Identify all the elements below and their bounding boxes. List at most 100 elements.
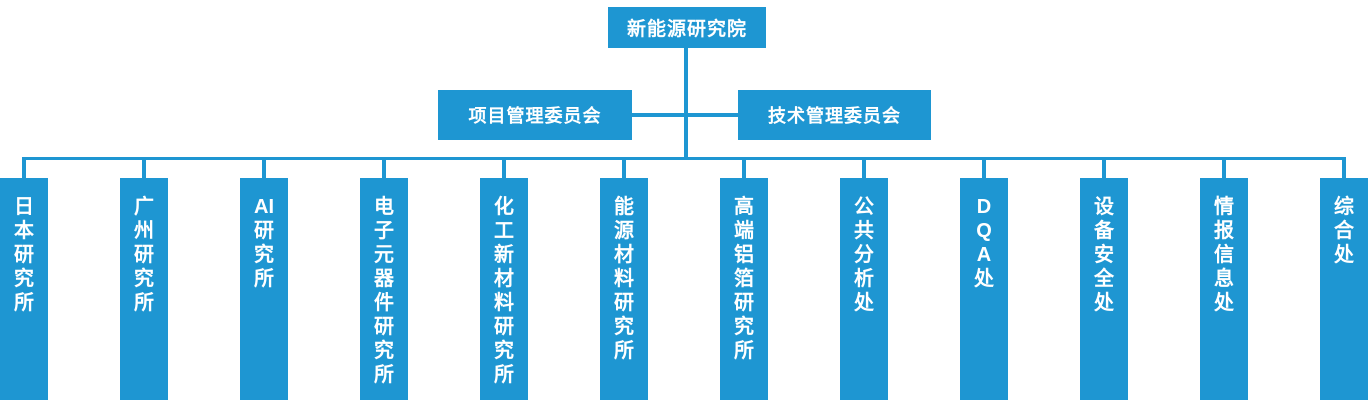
dept-label-char: 研 bbox=[254, 220, 274, 242]
dept-box-general-affairs-division: 综合处 bbox=[1320, 178, 1368, 400]
dept-label-char: 究 bbox=[374, 340, 394, 362]
connector-stub bbox=[742, 159, 746, 178]
dept-label-char: 处 bbox=[974, 268, 994, 290]
dept-label: 公共分析处 bbox=[840, 178, 888, 315]
dept-label-char: 处 bbox=[1334, 244, 1354, 266]
dept-label-char: 电 bbox=[374, 196, 394, 218]
connector-stub bbox=[1342, 159, 1346, 178]
connector-stub bbox=[982, 159, 986, 178]
org-root-label: 新能源研究院 bbox=[626, 19, 747, 40]
dept-label-char: 处 bbox=[1094, 292, 1114, 314]
dept-label-char: 究 bbox=[254, 244, 274, 266]
dept-label-char: 子 bbox=[374, 220, 394, 242]
dept-label-char: 所 bbox=[254, 268, 274, 290]
dept-label-char: 研 bbox=[134, 244, 154, 266]
dept-label-char: 材 bbox=[614, 244, 634, 266]
dept-label-char: 研 bbox=[374, 316, 394, 338]
dept-label-char: 器 bbox=[374, 268, 394, 290]
dept-label-char: 化 bbox=[494, 196, 514, 218]
dept-box-intelligence-information-division: 情报信息处 bbox=[1200, 178, 1248, 400]
dept-label-char: 州 bbox=[134, 220, 154, 242]
connector-stub bbox=[622, 159, 626, 178]
dept-box-public-analysis-division: 公共分析处 bbox=[840, 178, 888, 400]
dept-label-char: 合 bbox=[1334, 220, 1354, 242]
dept-label-char: 备 bbox=[1094, 220, 1114, 242]
dept-label-char: D bbox=[976, 196, 992, 218]
dept-label-char: 广 bbox=[134, 196, 154, 218]
connector-stub bbox=[22, 159, 26, 178]
dept-label: 广州研究所 bbox=[120, 178, 168, 315]
dept-box-energy-materials-institute: 能源材料研究所 bbox=[600, 178, 648, 400]
connector-stub bbox=[502, 159, 506, 178]
dept-label-char: 处 bbox=[1214, 292, 1234, 314]
dept-label-char: 共 bbox=[854, 220, 874, 242]
dept-label-char: 情 bbox=[1214, 196, 1234, 218]
dept-label-char: Q bbox=[976, 220, 992, 242]
dept-label-char: 析 bbox=[854, 268, 874, 290]
dept-label-char: 安 bbox=[1094, 244, 1114, 266]
dept-label-char: 箔 bbox=[734, 268, 754, 290]
dept-label-char: 本 bbox=[14, 220, 34, 242]
connector-stub bbox=[1102, 159, 1106, 178]
dept-label-char: 处 bbox=[854, 292, 874, 314]
dept-label-char: 设 bbox=[1094, 196, 1114, 218]
dept-label: 化工新材料研究所 bbox=[480, 178, 528, 387]
dept-label-char: 工 bbox=[494, 220, 514, 242]
committee-label: 项目管理委员会 bbox=[468, 106, 602, 126]
dept-label-char: AI bbox=[254, 196, 274, 218]
committee-box-technology-management: 技术管理委员会 bbox=[738, 90, 931, 140]
dept-label-char: 日 bbox=[14, 196, 34, 218]
dept-label-char: 所 bbox=[614, 340, 634, 362]
dept-label-char: 研 bbox=[734, 292, 754, 314]
dept-label-char: 究 bbox=[734, 316, 754, 338]
dept-label: 日本研究所 bbox=[0, 178, 48, 315]
connector-root-vertical bbox=[684, 48, 688, 159]
dept-label-char: 究 bbox=[134, 268, 154, 290]
dept-label: 电子元器件研究所 bbox=[360, 178, 408, 387]
dept-label-char: 研 bbox=[14, 244, 34, 266]
dept-label-char: 所 bbox=[14, 292, 34, 314]
dept-label-char: 报 bbox=[1214, 220, 1234, 242]
dept-label-char: 分 bbox=[854, 244, 874, 266]
committee-box-project-management: 项目管理委员会 bbox=[438, 90, 632, 140]
dept-box-aluminum-foil-institute: 高端铝箔研究所 bbox=[720, 178, 768, 400]
connector-stub bbox=[142, 159, 146, 178]
dept-label-char: 源 bbox=[614, 220, 634, 242]
dept-label-char: 料 bbox=[494, 292, 514, 314]
dept-box-japan-institute: 日本研究所 bbox=[0, 178, 48, 400]
org-root-box: 新能源研究院 bbox=[608, 7, 766, 48]
dept-label-char: 所 bbox=[494, 364, 514, 386]
dept-label-char: A bbox=[976, 244, 992, 266]
connector-committee-branch bbox=[630, 113, 740, 117]
committee-label: 技术管理委员会 bbox=[768, 106, 901, 126]
dept-label-char: 能 bbox=[614, 196, 634, 218]
connector-distribution-line bbox=[22, 157, 1346, 160]
dept-box-equipment-safety-division: 设备安全处 bbox=[1080, 178, 1128, 400]
dept-label: 情报信息处 bbox=[1200, 178, 1248, 315]
dept-label-char: 所 bbox=[734, 340, 754, 362]
dept-label-char: 息 bbox=[1214, 268, 1234, 290]
dept-label-char: 元 bbox=[374, 244, 394, 266]
dept-label-char: 公 bbox=[854, 196, 874, 218]
dept-box-guangzhou-institute: 广州研究所 bbox=[120, 178, 168, 400]
dept-label-char: 究 bbox=[494, 340, 514, 362]
dept-label: 综合处 bbox=[1320, 178, 1368, 267]
dept-label-char: 新 bbox=[494, 244, 514, 266]
connector-stub bbox=[382, 159, 386, 178]
dept-label: 能源材料研究所 bbox=[600, 178, 648, 363]
dept-label-char: 全 bbox=[1094, 268, 1114, 290]
dept-label-char: 铝 bbox=[734, 244, 754, 266]
dept-label-char: 件 bbox=[374, 292, 394, 314]
dept-label-char: 信 bbox=[1214, 244, 1234, 266]
dept-label-char: 端 bbox=[734, 220, 754, 242]
dept-label-char: 所 bbox=[374, 364, 394, 386]
dept-label-char: 综 bbox=[1334, 196, 1354, 218]
dept-label-char: 研 bbox=[614, 292, 634, 314]
dept-label-char: 材 bbox=[494, 268, 514, 290]
dept-label-char: 究 bbox=[14, 268, 34, 290]
connector-stub bbox=[1222, 159, 1226, 178]
